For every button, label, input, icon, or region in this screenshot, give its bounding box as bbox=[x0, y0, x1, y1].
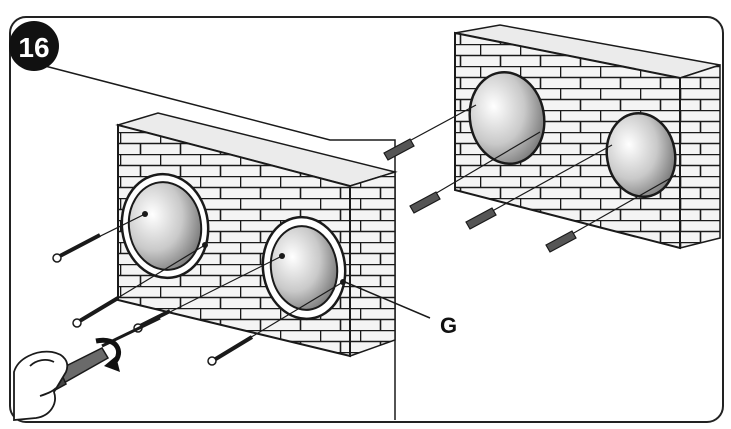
screw-2 bbox=[72, 244, 206, 328]
plug-3 bbox=[465, 144, 613, 230]
step-badge: 16 bbox=[9, 21, 59, 71]
screw-1 bbox=[52, 213, 146, 263]
left-hole-2 bbox=[261, 215, 347, 321]
left-screws bbox=[52, 213, 344, 366]
left-brick-wall bbox=[115, 112, 398, 358]
right-wall-plugs bbox=[383, 104, 677, 253]
screw-4 bbox=[207, 281, 344, 366]
hand-icon bbox=[13, 350, 69, 421]
left-wall-side bbox=[349, 170, 396, 358]
plug-1 bbox=[383, 104, 477, 161]
callout-g-label: G bbox=[440, 313, 457, 338]
plug-4 bbox=[545, 174, 677, 253]
rotate-arrow-icon bbox=[95, 337, 122, 372]
step-number: 16 bbox=[18, 32, 49, 63]
callout-g-leader bbox=[344, 281, 431, 319]
right-hole-2 bbox=[605, 111, 677, 199]
plug-2 bbox=[409, 131, 541, 214]
left-hole-1 bbox=[120, 172, 210, 280]
right-wall-side bbox=[679, 63, 721, 249]
